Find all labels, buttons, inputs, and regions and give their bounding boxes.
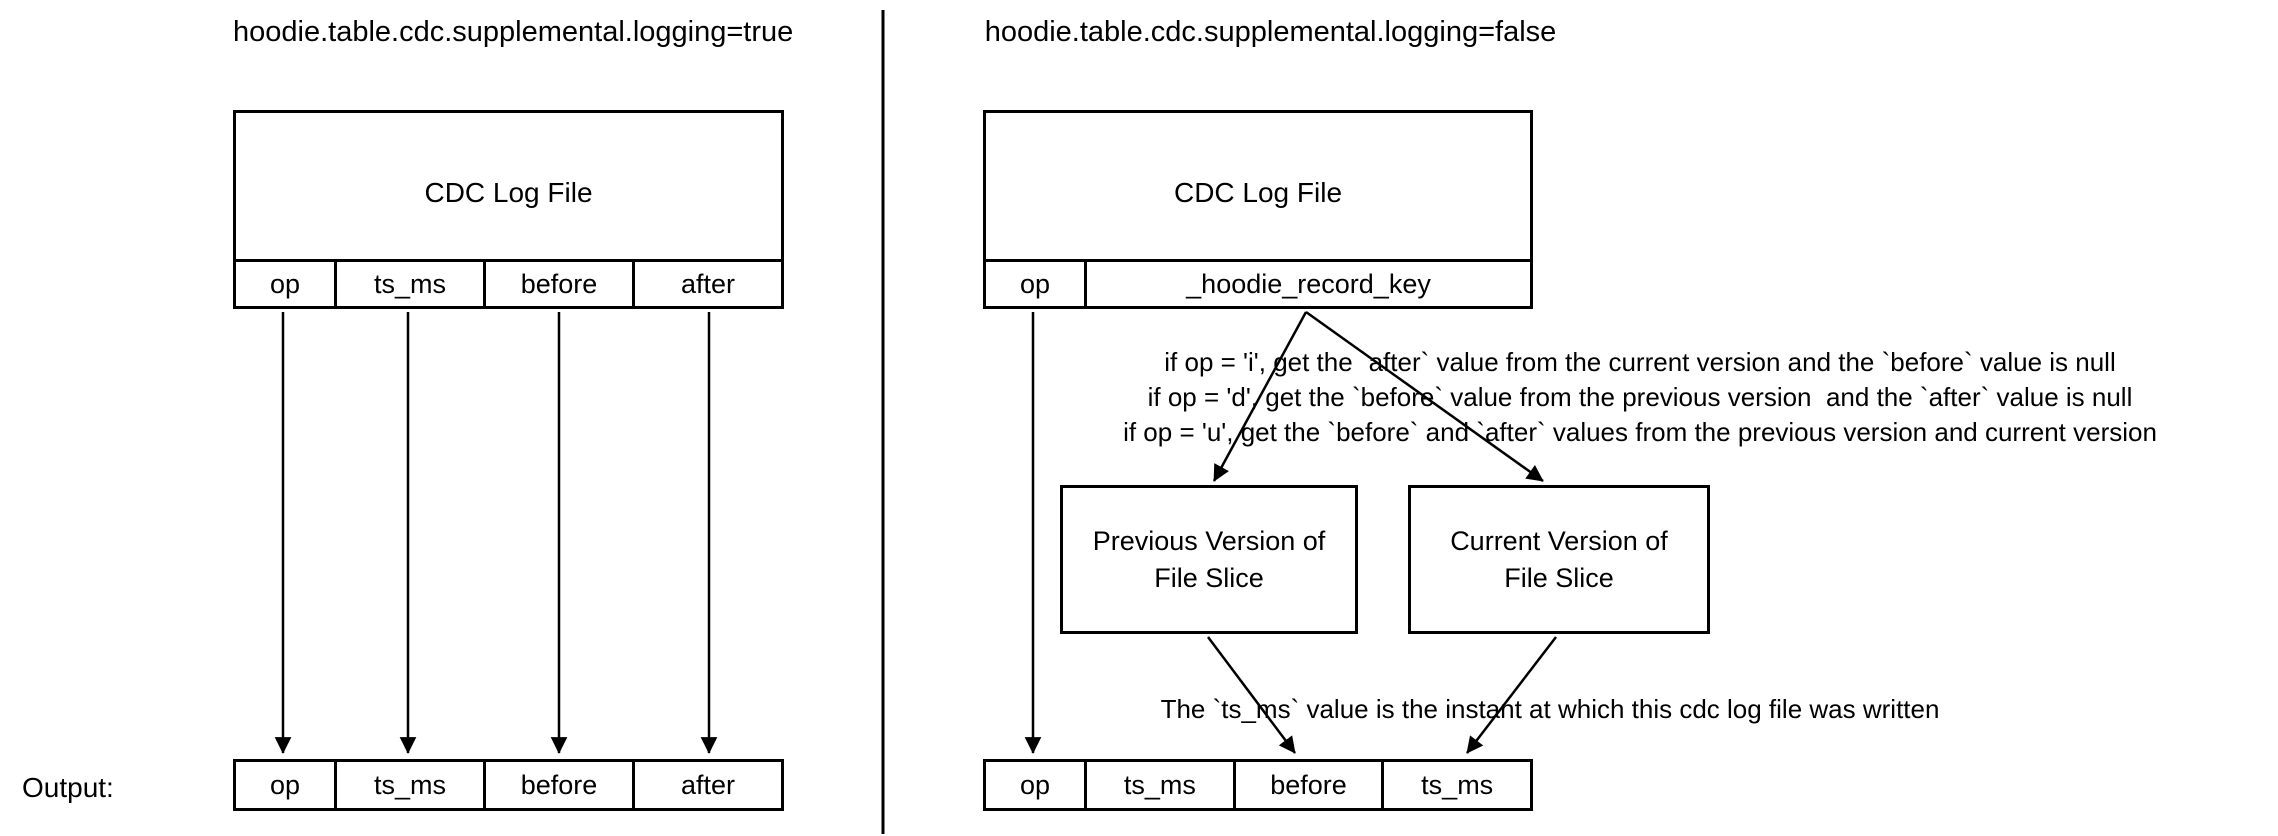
right-output-row: op ts_ms before ts_ms (983, 759, 1533, 811)
tsms-note-text: The `ts_ms` value is the instant at whic… (1160, 694, 1940, 724)
right-output-cell-before: before (1232, 762, 1382, 808)
left-output-cell-tsms: ts_ms (334, 762, 483, 808)
left-cdc-log-file-header-row: op ts_ms before after (236, 259, 781, 306)
previous-version-box: Previous Version of File Slice (1060, 485, 1358, 634)
left-output-cell-before: before (483, 762, 632, 808)
left-output-cell-after: after (632, 762, 781, 808)
right-output-cell-op: op (1019, 769, 1051, 800)
right-output-cell-tsms: ts_ms (1084, 762, 1233, 808)
right-panel-title: hoodie.table.cdc.supplemental.logging=fa… (984, 16, 1557, 48)
left-output-cell-op: op (269, 769, 301, 800)
left-panel-title: hoodie.table.cdc.supplemental.logging=tr… (233, 16, 794, 48)
left-cdc-log-file-label: CDC Log File (424, 177, 593, 208)
output-label: Output: (22, 772, 114, 803)
left-log-column-after: after (632, 262, 781, 306)
rule-delete: if op = 'd', get the `before` value from… (1147, 382, 2133, 412)
left-log-column-tsms: ts_ms (334, 262, 483, 306)
right-log-column-op: op (1019, 268, 1051, 299)
current-version-label-line2: File Slice (1504, 562, 1614, 593)
op-rules-text: if op = 'i', get the `after` value from … (1020, 345, 2260, 450)
right-log-column-recordkey: _hoodie_record_key (1084, 262, 1530, 306)
current-version-label-line1: Current Version of (1450, 525, 1668, 556)
left-log-column-op: op (269, 268, 301, 299)
previous-version-label-line2: File Slice (1154, 562, 1264, 593)
left-log-column-before: before (483, 262, 632, 306)
right-output-cell-tsms2: ts_ms (1381, 762, 1530, 808)
right-cdc-log-file-box: CDC Log File op _hoodie_record_key (983, 110, 1533, 309)
previous-version-label-line1: Previous Version of (1092, 525, 1326, 556)
left-cdc-log-file-box: CDC Log File op ts_ms before after (233, 110, 784, 309)
right-cdc-log-file-header-row: op _hoodie_record_key (986, 259, 1530, 306)
rule-update: if op = 'u', get the `before` and `after… (1123, 417, 2157, 447)
left-output-row: op ts_ms before after (233, 759, 784, 811)
rule-insert: if op = 'i', get the `after` value from … (1164, 347, 2116, 377)
right-cdc-log-file-label: CDC Log File (1173, 177, 1343, 208)
current-version-box: Current Version of File Slice (1408, 485, 1710, 634)
